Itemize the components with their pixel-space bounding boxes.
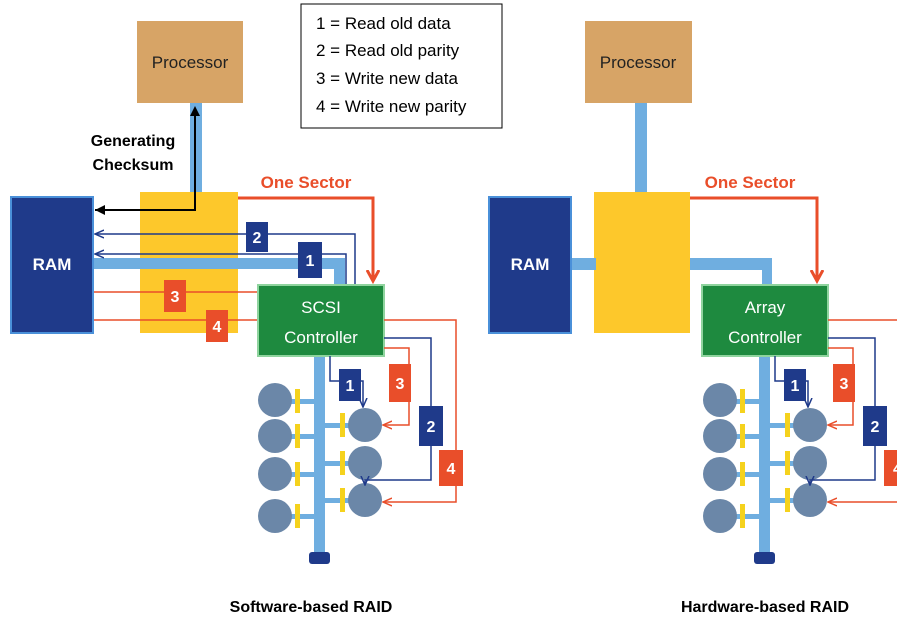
disk-step-badge-4: 4	[884, 450, 897, 486]
disk-array	[703, 383, 827, 533]
disk	[793, 408, 827, 442]
svg-text:2: 2	[871, 419, 880, 436]
step-2-line	[96, 234, 356, 284]
disk	[703, 457, 737, 491]
svg-text:1: 1	[791, 378, 800, 395]
checksum-label-line1: Generating	[91, 133, 175, 150]
checksum-label-line2: Checksum	[93, 157, 174, 174]
disk	[348, 446, 382, 480]
controller-bus	[690, 258, 772, 270]
disk-step-badge-4: 4	[439, 450, 463, 486]
step-badge-1: 1	[298, 242, 322, 278]
disk-step-badge-1: 1	[784, 369, 806, 401]
ram-label: RAM	[33, 255, 72, 274]
disk-step-badge-2: 2	[419, 406, 443, 446]
disk-step-badge-3: 3	[833, 364, 855, 402]
disk-step-badge-1: 1	[339, 369, 361, 401]
disk	[348, 483, 382, 517]
bus-terminator	[309, 552, 330, 564]
controller-label-line2: Controller	[728, 328, 802, 347]
one-sector-arrow	[690, 196, 817, 280]
step-1-line	[96, 254, 347, 284]
one-sector-arrow	[238, 196, 373, 280]
disk-bus	[314, 356, 325, 558]
disk	[258, 457, 292, 491]
svg-text:4: 4	[213, 319, 222, 336]
hardware-raid-diagram: Processor RAM One Sector Array Controlle…	[488, 21, 897, 616]
processor: Processor	[137, 21, 243, 103]
disk	[793, 446, 827, 480]
disk	[258, 419, 292, 453]
controller-label-line2: Controller	[284, 328, 358, 347]
scsi-controller: SCSI Controller	[257, 284, 385, 357]
svg-text:4: 4	[893, 461, 897, 478]
ram-bus	[94, 258, 344, 269]
controller-label-line1: SCSI	[301, 298, 341, 317]
ram-label: RAM	[511, 255, 550, 274]
svg-text:2: 2	[427, 419, 436, 436]
disk-bus	[759, 356, 770, 558]
svg-text:3: 3	[396, 376, 405, 393]
disk-step-4-line	[828, 319, 897, 502]
step-badge-4: 4	[206, 310, 228, 342]
legend-item-1: 1 = Read old data	[316, 14, 451, 33]
disk-step-badge-2: 2	[863, 406, 887, 446]
controller-label-line1: Array	[745, 298, 786, 317]
processor-label: Processor	[152, 53, 229, 72]
disk	[793, 483, 827, 517]
one-sector-label: One Sector	[261, 173, 352, 192]
svg-text:1: 1	[306, 253, 315, 270]
svg-text:4: 4	[447, 461, 456, 478]
array-controller: Array Controller	[701, 284, 829, 357]
processor-bus	[635, 102, 647, 194]
svg-text:1: 1	[346, 378, 355, 395]
disk-step-2-line	[810, 337, 876, 484]
disk	[258, 499, 292, 533]
svg-text:3: 3	[171, 289, 180, 306]
legend-item-2: 2 = Read old parity	[316, 41, 460, 60]
disk-step-2-line	[365, 337, 432, 484]
step-badge-3: 3	[164, 280, 186, 312]
disk-step-4-line	[384, 319, 457, 502]
software-caption: Software-based RAID	[230, 599, 393, 616]
one-sector-label: One Sector	[705, 173, 796, 192]
hardware-caption: Hardware-based RAID	[681, 599, 849, 616]
ram-bus	[572, 258, 596, 270]
disk	[258, 383, 292, 417]
step-badge-2: 2	[246, 222, 268, 252]
legend-item-4: 4 = Write new parity	[316, 97, 467, 116]
ram: RAM	[488, 196, 572, 334]
processor: Processor	[585, 21, 692, 103]
bus-terminator	[754, 552, 775, 564]
legend-box: 1 = Read old data 2 = Read old parity 3 …	[300, 3, 503, 129]
processor-label: Processor	[600, 53, 677, 72]
controller-bus-link	[334, 258, 345, 288]
disk	[703, 419, 737, 453]
disk	[703, 499, 737, 533]
software-raid-diagram: Processor RAM Generating Checksum One Se…	[10, 21, 463, 616]
svg-text:2: 2	[253, 230, 262, 247]
cpu-block	[594, 192, 690, 333]
ram: RAM	[10, 196, 94, 334]
disk-array	[258, 383, 382, 533]
disk-step-badge-3: 3	[389, 364, 411, 402]
legend-item-3: 3 = Write new data	[316, 69, 458, 88]
controller-bus-link	[762, 258, 772, 288]
svg-text:3: 3	[840, 376, 849, 393]
disk	[703, 383, 737, 417]
disk	[348, 408, 382, 442]
